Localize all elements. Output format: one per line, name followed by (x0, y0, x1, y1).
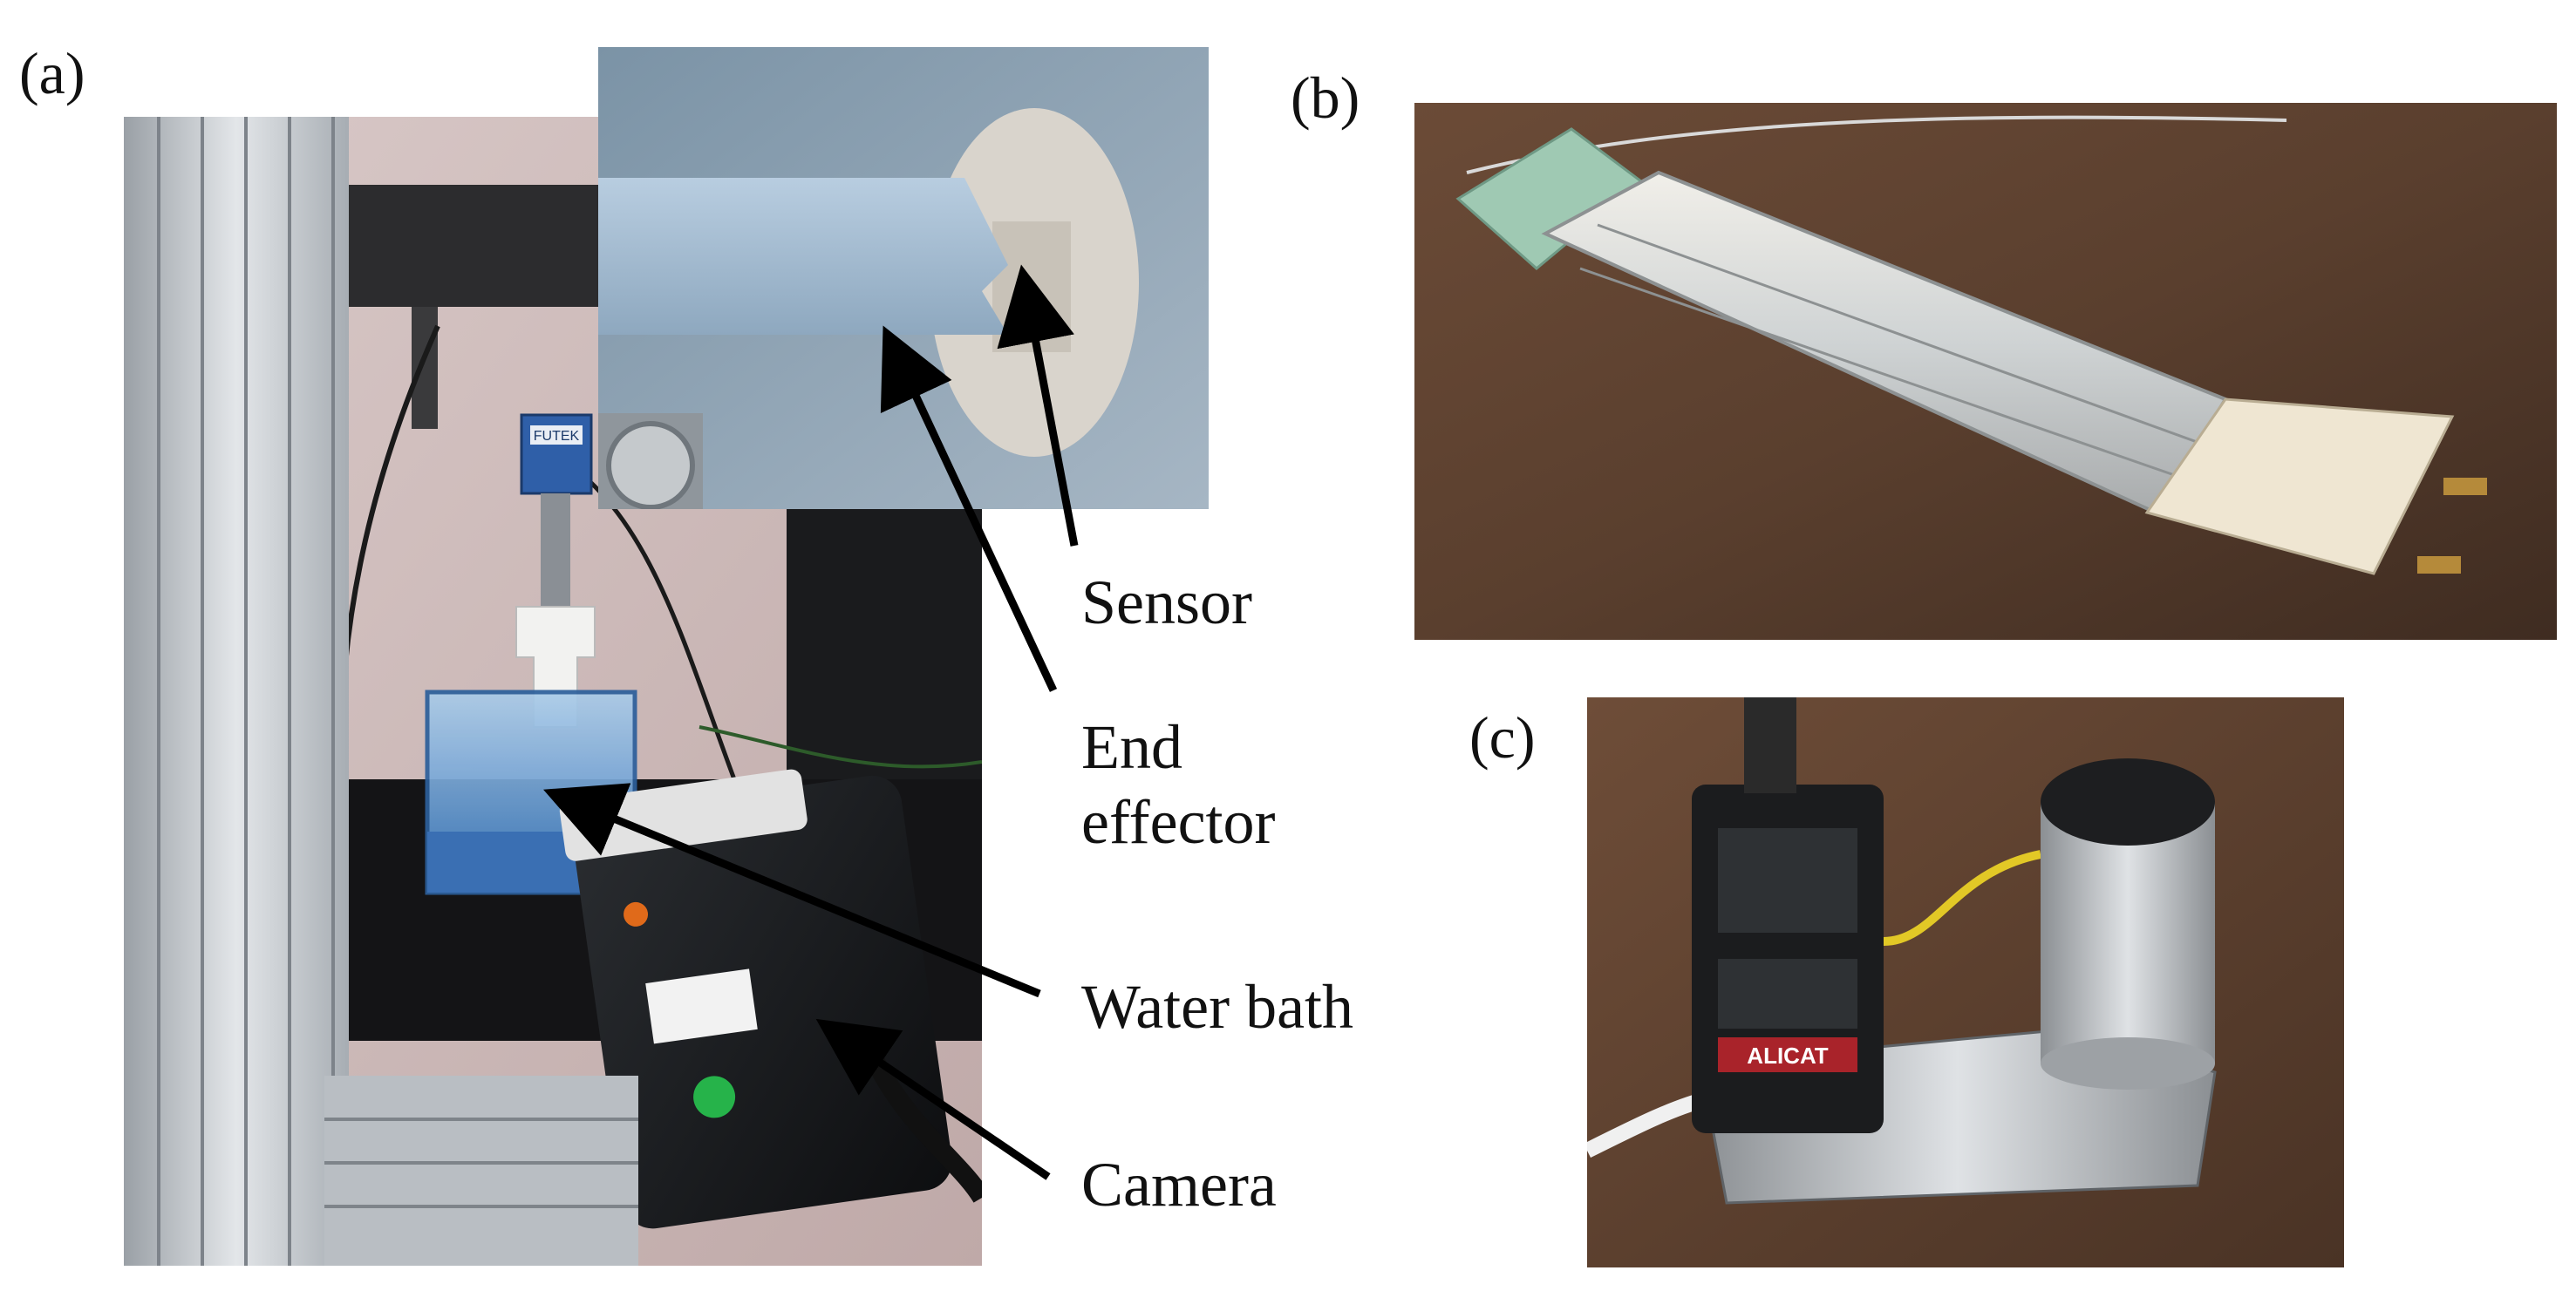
label-end-effector-line2: effector (1081, 787, 1276, 858)
panel-label-c: (c) (1469, 704, 1536, 771)
arrow-water-bath (543, 783, 1041, 998)
panel-label-a: (a) (19, 40, 85, 106)
label-water-bath: Water bath (1081, 972, 1354, 1042)
panel-label-b: (b) (1291, 65, 1360, 131)
label-sensor: Sensor (1081, 567, 1252, 637)
load-cell-brand: FUTEK (534, 429, 580, 444)
label-end-effector-line1: End (1081, 712, 1182, 782)
flow-meter-brand: ALICAT (1747, 1043, 1829, 1069)
photo-flow-controller: ALICAT (1587, 697, 2344, 1267)
arrow-sensor (997, 264, 1079, 547)
label-end-effector: End effector (1081, 710, 1276, 860)
arrow-end-effector (880, 325, 1058, 692)
photo-inset-closeup (598, 47, 1209, 509)
label-camera: Camera (1081, 1150, 1277, 1220)
photo-flow-chamber (1414, 103, 2557, 640)
arrow-camera (815, 1018, 1051, 1180)
